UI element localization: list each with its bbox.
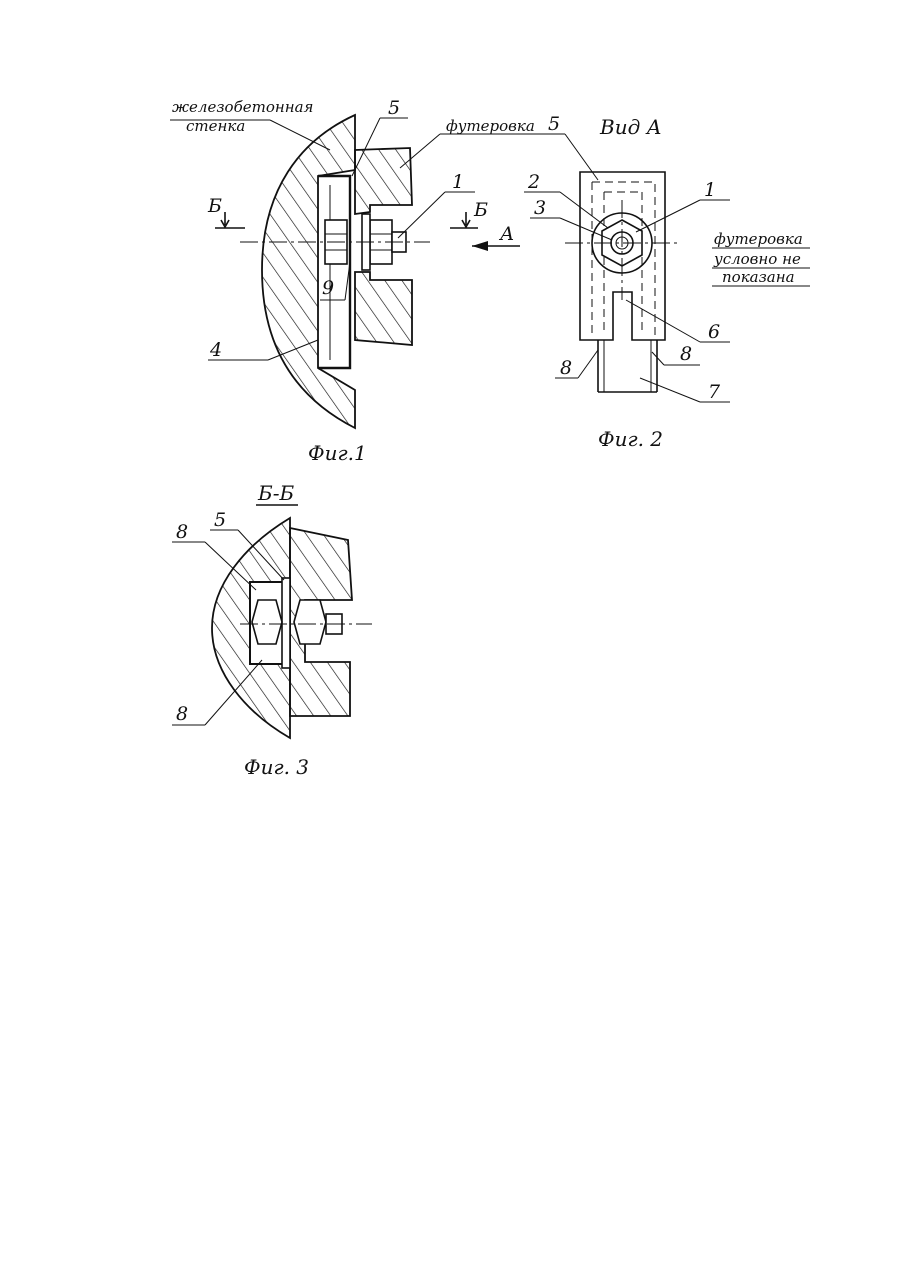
fig1-caption: Фиг.1 xyxy=(308,441,367,465)
fig3-plate xyxy=(282,578,290,668)
fig2-note-3: показана xyxy=(722,268,795,286)
fig1-callout-5: 5 xyxy=(388,97,400,119)
fig2-note-1: футеровка xyxy=(714,230,803,248)
fig2-callout-5: 5 xyxy=(548,113,560,135)
fig3-inner-nut xyxy=(252,600,282,644)
fig1-lining-bottom xyxy=(355,272,412,345)
fig2-callout-8-right: 8 xyxy=(680,343,692,365)
fig2-callout-6: 6 xyxy=(708,321,720,343)
fig1-view-arrow-label: А xyxy=(498,223,514,245)
fig1-lining-label: футеровка xyxy=(446,117,535,135)
fig3-callout-5: 5 xyxy=(214,509,226,531)
fig1-section-mark-right: Б xyxy=(473,199,488,221)
fig3-callout-8-top: 8 xyxy=(176,521,188,543)
fig2-callout-7: 7 xyxy=(708,381,721,403)
fig3-caption: Фиг. 3 xyxy=(244,755,309,779)
fig1-lining-top xyxy=(355,148,412,214)
fig1-drawing xyxy=(170,115,540,428)
fig2-channel xyxy=(598,340,657,392)
fig2-callout-8-left: 8 xyxy=(560,357,572,379)
fig2-callout-1: 1 xyxy=(704,179,716,201)
fig1-section-mark-left: Б xyxy=(207,195,222,217)
fig3-callout-8-bottom: 8 xyxy=(176,703,188,725)
fig3-title: Б-Б xyxy=(257,481,294,505)
fig3-outer-nut xyxy=(294,600,326,644)
fig2-callout-3: 3 xyxy=(534,197,546,219)
fig1-callout-4: 4 xyxy=(209,339,222,361)
fig2-note-2: условно не xyxy=(713,250,801,268)
fig1-wall-label-2: стенка xyxy=(186,117,245,135)
fig1-channel xyxy=(318,176,350,368)
fig1-wall-label-1: железобетонная xyxy=(172,98,314,116)
fig1-callout-1: 1 xyxy=(452,171,464,193)
fig3-drawing xyxy=(172,518,372,738)
fig1-callout-9: 9 xyxy=(322,277,334,299)
fig1-concrete-wall xyxy=(262,115,355,428)
fig2-caption: Фиг. 2 xyxy=(598,427,663,451)
fig2-callout-2: 2 xyxy=(527,171,540,193)
fig2-title: Вид А xyxy=(599,115,662,139)
